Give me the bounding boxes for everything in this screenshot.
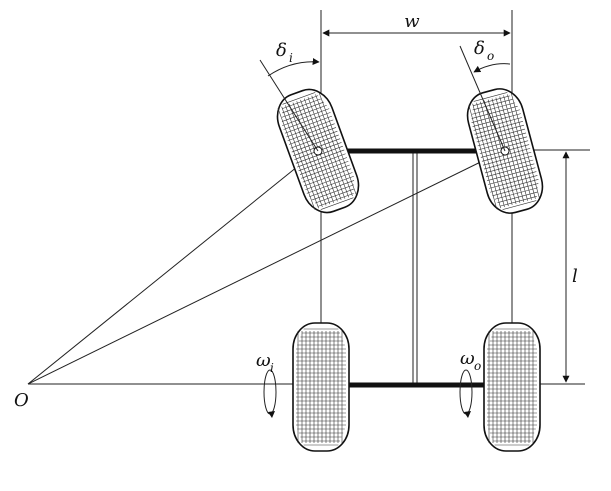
delta-outer-annotation: δ o xyxy=(459,38,511,152)
omega-outer-annotation: ω o xyxy=(459,348,481,418)
wheelbase-dimension: l xyxy=(562,151,578,383)
tread-pattern xyxy=(468,92,540,210)
omega-inner-rotation-arrow xyxy=(263,369,277,415)
rear-inner-tire xyxy=(292,322,350,452)
delta-inner-subscript: i xyxy=(289,51,293,65)
rear-outer-tire xyxy=(483,322,541,452)
omega-inner-subscript: i xyxy=(270,361,274,375)
delta-inner-annotation: δ i xyxy=(259,40,320,152)
ray-to-outer-front xyxy=(27,149,506,385)
wheelbase-label: l xyxy=(572,266,578,287)
omega-outer-subscript: o xyxy=(474,359,481,373)
delta-inner-symbol: δ xyxy=(276,40,287,61)
center-label: O xyxy=(14,390,29,411)
axles xyxy=(318,148,512,388)
ray-to-inner-front xyxy=(27,149,319,385)
outer-steer-axis xyxy=(459,45,506,152)
delta-inner-arc xyxy=(267,58,320,77)
delta-outer-subscript: o xyxy=(487,49,494,63)
omega-outer-rotation-arrow xyxy=(459,369,473,415)
tread-pattern xyxy=(487,328,537,446)
delta-outer-arc xyxy=(473,63,511,73)
tread-pattern xyxy=(296,328,346,446)
delta-outer-symbol: δ xyxy=(474,38,485,59)
omega-outer-symbol: ω xyxy=(460,348,475,369)
omega-inner-symbol: ω xyxy=(256,350,271,371)
omega-inner-annotation: ω i xyxy=(256,350,277,418)
track-width-dimension: w xyxy=(322,11,511,37)
track-width-label: w xyxy=(404,11,420,32)
